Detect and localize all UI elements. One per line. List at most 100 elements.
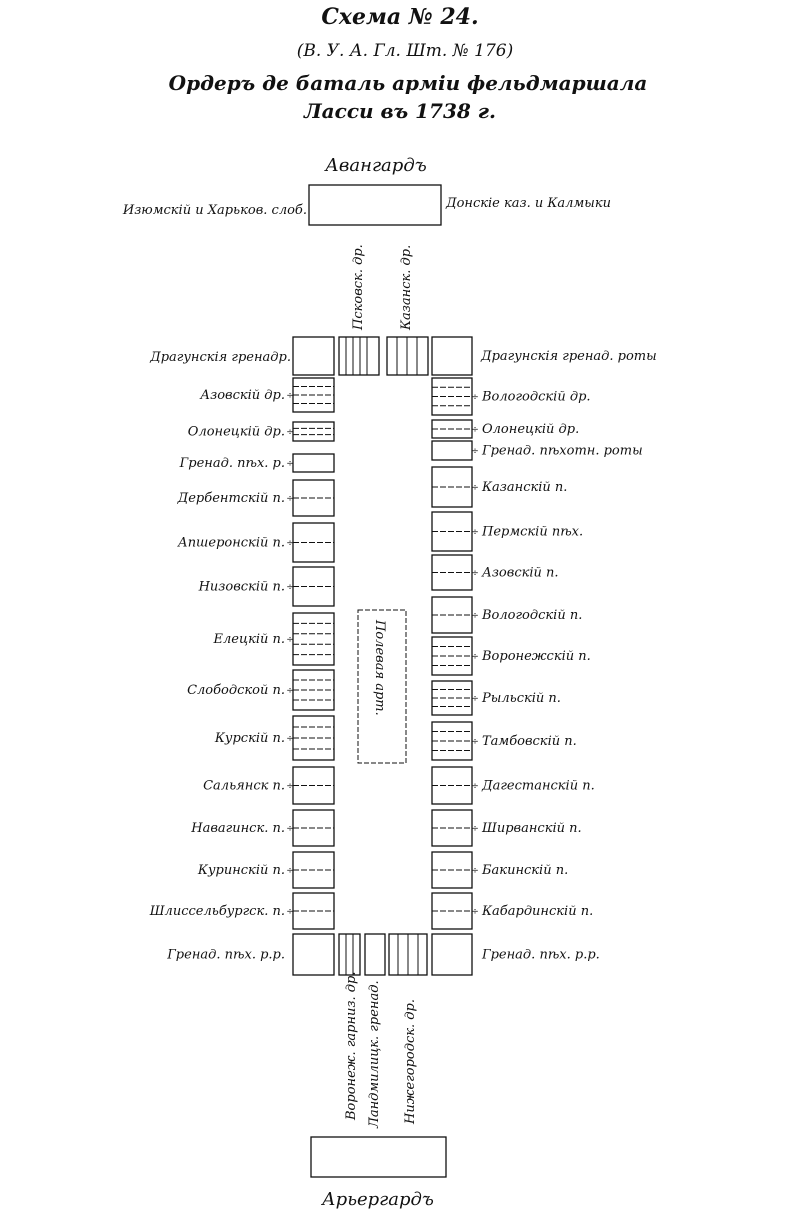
gun-marker-icon: ÷	[286, 428, 294, 438]
unit-right-9: Тамбовскій п.÷	[431, 721, 577, 761]
unit-left-8: Курскій п.÷	[214, 715, 335, 761]
unit-label: Рыльскій п.	[481, 691, 561, 706]
unit-box	[292, 612, 335, 666]
gun-marker-icon: ÷	[471, 652, 479, 662]
unit-label: Кабардинскій п.	[481, 904, 593, 919]
unit-box	[292, 933, 335, 976]
unit-left-4: Апшеронскій п.÷	[177, 522, 335, 563]
unit-right-2: Гренад. пѣхотн. роты÷	[431, 440, 643, 461]
title-line-1: Ордеръ де баталь арміи фельдмаршала	[169, 71, 648, 95]
unit-label: Дербентскій п.	[177, 491, 285, 506]
gun-marker-icon: ÷	[471, 782, 479, 792]
front-col2-label: Казанск. др.	[399, 245, 414, 331]
rear-col1-box	[338, 933, 361, 976]
gun-marker-icon: ÷	[471, 866, 479, 876]
unit-left-9: Сальянск п.÷	[203, 766, 335, 805]
unit-label: Дагестанскій п.	[481, 779, 595, 794]
front-subdivisions	[345, 337, 418, 375]
gun-marker-icon: ÷	[471, 447, 479, 457]
gun-marker-icon: ÷	[471, 824, 479, 834]
unit-label: Гренад. пѣх. р.р.	[166, 948, 285, 963]
unit-label: Сальянск п.	[203, 779, 285, 794]
scheme-number: Схема № 24.	[321, 4, 478, 30]
gun-marker-icon: ÷	[286, 824, 294, 834]
unit-label: Гренад. пѣхотн. роты	[481, 444, 643, 459]
front-left-box	[292, 336, 335, 376]
unit-label: Вологодскій др.	[481, 390, 591, 405]
front-col1-label: Псковск. др.	[351, 244, 366, 331]
unit-left-5: Низовскій п.÷	[198, 566, 335, 607]
gun-marker-icon: ÷	[286, 635, 294, 645]
left-column: Азовскій др.÷Олонецкій др.÷Гренад. пѣх. …	[149, 377, 335, 976]
unit-box	[292, 453, 335, 473]
unit-right-6: Вологодскій п.÷	[431, 596, 582, 634]
unit-right-13: Кабардинскій п.÷	[431, 892, 593, 930]
rearguard-box	[310, 1136, 447, 1178]
unit-right-5: Азовскій п.÷	[431, 554, 559, 591]
unit-label: Азовскій др.	[199, 388, 285, 403]
artillery-label: Полевая арт.	[372, 619, 387, 716]
unit-label: Тамбовскій п.	[482, 734, 577, 749]
gun-marker-icon: ÷	[286, 686, 294, 696]
gun-marker-icon: ÷	[471, 907, 479, 917]
gun-marker-icon: ÷	[286, 391, 294, 401]
gun-marker-icon: ÷	[471, 393, 479, 403]
unit-left-10: Навагинск. п.÷	[190, 809, 335, 847]
unit-label: Шлиссельбургск. п.	[149, 904, 285, 919]
gun-marker-icon: ÷	[286, 782, 294, 792]
unit-left-1: Олонецкій др.÷	[188, 421, 335, 442]
unit-label: Гренад. пѣх. р.р.	[481, 948, 600, 963]
unit-right-14: Гренад. пѣх. р.р.	[431, 933, 600, 976]
unit-label: Вологодскій п.	[481, 608, 582, 623]
gun-marker-icon: ÷	[471, 694, 479, 704]
unit-box	[431, 933, 473, 976]
gun-marker-icon: ÷	[471, 737, 479, 747]
rearguard-title: Арьергардъ	[320, 1189, 434, 1210]
unit-label: Елецкій п.	[213, 632, 285, 647]
unit-right-12: Бакинскій п.÷	[431, 851, 568, 889]
unit-right-10: Дагестанскій п.÷	[431, 766, 595, 805]
right-column: Вологодскій др.÷Олонецкій др.÷Гренад. пѣ…	[431, 377, 643, 976]
unit-left-0: Азовскій др.÷	[199, 377, 335, 413]
source-reference: (В. У. А. Гл. Шт. № 176)	[297, 41, 514, 61]
unit-left-13: Гренад. пѣх. р.р.	[166, 933, 335, 976]
unit-label: Куринскій п.	[197, 863, 285, 878]
unit-label: Казанскій п.	[481, 480, 567, 495]
front-left-label: Драгунскія гренадр.	[149, 350, 291, 365]
unit-label: Олонецкій др.	[482, 422, 579, 437]
unit-label: Гренад. пѣх. р.	[179, 456, 285, 471]
unit-right-4: Пермскій пѣх.÷	[431, 511, 583, 552]
unit-label: Апшеронскій п.	[177, 536, 285, 551]
unit-label: Навагинск. п.	[190, 821, 285, 836]
unit-left-11: Куринскій п.÷	[197, 851, 335, 889]
artillery-box	[357, 609, 407, 764]
gun-marker-icon: ÷	[471, 528, 479, 538]
vanguard-box	[308, 184, 442, 226]
rear-col1-label: Воронеж. гарниз. др.	[344, 972, 359, 1121]
unit-left-7: Слободской п.÷	[187, 669, 335, 711]
vanguard-right-label: Донскіе каз. и Калмыки	[445, 196, 611, 211]
gun-marker-icon: ÷	[286, 539, 294, 549]
gun-marker-icon: ÷	[286, 583, 294, 593]
unit-left-3: Дербентскій п.÷	[177, 479, 335, 517]
unit-label: Низовскій п.	[198, 580, 285, 595]
unit-label: Ширванскій п.	[481, 821, 582, 836]
unit-label: Олонецкій др.	[188, 425, 285, 440]
gun-marker-icon: ÷	[286, 459, 294, 469]
front-right-box	[431, 336, 473, 376]
title-line-2: Ласси въ 1738 г.	[303, 99, 496, 123]
gun-marker-icon: ÷	[286, 907, 294, 917]
vanguard-left-label: Изюмскій и Харьков. слоб.	[122, 203, 307, 218]
unit-box	[431, 440, 473, 461]
unit-right-3: Казанскій п.÷	[431, 466, 567, 508]
rear-col2-label: Ландмилицк. гренад.	[367, 980, 382, 1129]
vanguard-title: Авангардъ	[323, 155, 426, 176]
unit-label: Бакинскій п.	[481, 863, 568, 878]
unit-box	[292, 421, 335, 442]
unit-left-2: Гренад. пѣх. р.÷	[179, 453, 335, 473]
unit-right-8: Рыльскій п.÷	[431, 680, 561, 716]
unit-right-7: Воронежскій п.÷	[431, 636, 591, 676]
unit-left-12: Шлиссельбургск. п.÷	[149, 892, 335, 930]
unit-label: Пермскій пѣх.	[481, 525, 583, 540]
